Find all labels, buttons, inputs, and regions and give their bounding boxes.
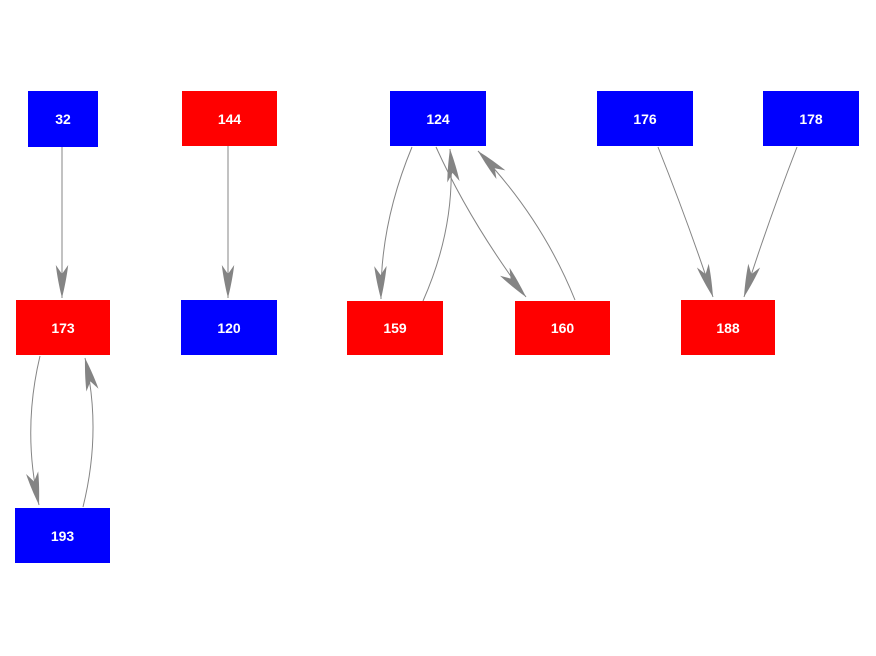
node-124: 124 xyxy=(390,91,486,146)
edge-124-159 xyxy=(380,146,413,300)
node-label-120: 120 xyxy=(217,319,241,336)
node-193: 193 xyxy=(15,508,110,563)
arrowhead-160-124 xyxy=(478,151,506,180)
node-label-188: 188 xyxy=(716,319,740,336)
node-120: 120 xyxy=(181,300,277,355)
node-173: 173 xyxy=(16,300,110,355)
node-label-173: 173 xyxy=(51,319,75,336)
arrowhead-144-120 xyxy=(221,265,235,298)
node-label-124: 124 xyxy=(426,110,450,127)
node-label-176: 176 xyxy=(633,110,657,127)
node-label-32: 32 xyxy=(55,111,71,127)
node-176: 176 xyxy=(597,91,693,146)
node-label-193: 193 xyxy=(50,527,75,544)
node-label-144: 144 xyxy=(217,110,242,127)
arrowhead-124-160 xyxy=(500,267,526,297)
arrowhead-159-124 xyxy=(447,149,460,183)
node-32: 32 xyxy=(28,91,98,147)
arrowhead-173-193 xyxy=(26,471,40,505)
edge-159-124 xyxy=(422,148,452,302)
node-160: 160 xyxy=(515,301,610,355)
node-159: 159 xyxy=(347,301,443,355)
node-178: 178 xyxy=(763,91,859,146)
node-188: 188 xyxy=(681,300,775,355)
node-label-178: 178 xyxy=(799,110,823,127)
arrowhead-193-173 xyxy=(84,358,99,392)
arrowhead-178-188 xyxy=(744,263,761,297)
node-label-159: 159 xyxy=(383,320,407,336)
arrowhead-32-173 xyxy=(55,265,69,298)
node-label-160: 160 xyxy=(550,320,575,336)
arrowhead-176-188 xyxy=(696,263,713,297)
node-144: 144 xyxy=(182,91,277,146)
arrowhead-124-159 xyxy=(374,265,387,299)
